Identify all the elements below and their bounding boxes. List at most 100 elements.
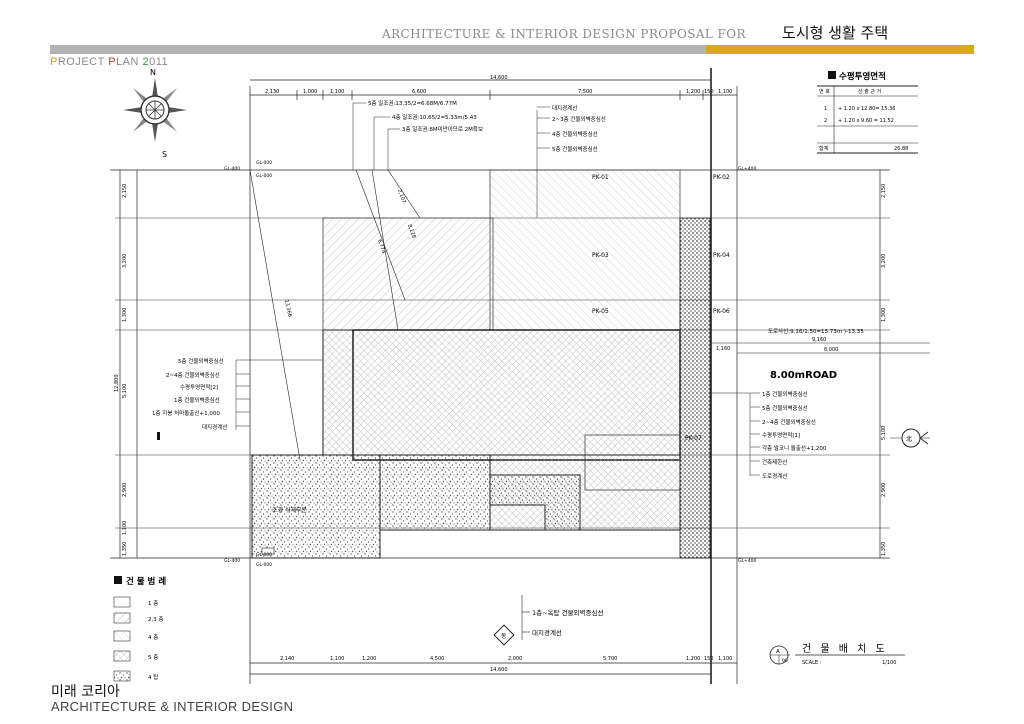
gl-label-8: GL+400 bbox=[738, 558, 756, 564]
road-info: 도로사선:9.16/1.50=13.73m )-13.35 9,160 8,00… bbox=[711, 327, 930, 381]
right-note-2: 5층 건물외벽중심선 bbox=[762, 404, 808, 412]
left-notes: 5층 건물외벽중심선 2~4층 건물외벽중심선 수평투영면적[2] 1층 건물외… bbox=[152, 357, 323, 440]
right-dim-1: 2,150 bbox=[881, 184, 887, 198]
top-dim-6: 1,200 bbox=[686, 89, 700, 95]
bottom-dim-7: 1,200 bbox=[686, 656, 700, 662]
right-note-3: 2~4층 건물외벽중심선 bbox=[762, 418, 816, 426]
left-dim-2: 3,200 bbox=[122, 254, 128, 268]
header-title: ARCHITECTURE & INTERIOR DESIGN PROPOSAL … bbox=[382, 27, 746, 41]
gl-label-4: GL+400 bbox=[738, 166, 756, 172]
top-dim-5: 7,500 bbox=[578, 89, 592, 95]
right-note-1: 1층 건물외벽중심선 bbox=[762, 390, 808, 398]
road-dim-1: 9,160 bbox=[812, 337, 826, 343]
road-dim-2: 8,000 bbox=[824, 347, 838, 353]
left-note-2: 2~4층 건물외벽중심선 bbox=[166, 371, 220, 379]
slant-dim-1: 2,107 bbox=[396, 189, 407, 205]
gl-label-7: GL-000 bbox=[256, 562, 272, 568]
plan-label-year-rest: 011 bbox=[149, 56, 169, 68]
sheet-num: 00 bbox=[782, 658, 788, 664]
side-marker-right: 北 bbox=[906, 435, 912, 443]
bottom-dim-9: 1,100 bbox=[718, 656, 732, 662]
gl-label-6: GL-000 bbox=[256, 552, 272, 558]
top-dim-total: 14,600 bbox=[490, 75, 508, 81]
top-dim-8: 1,100 bbox=[718, 89, 732, 95]
bottom-note-1: 1층~옥탑 건물외벽중심선 bbox=[532, 608, 603, 617]
project-plan-label: PROJECT PLAN 2011 bbox=[50, 56, 168, 68]
top-dim-3: 1,100 bbox=[330, 89, 344, 95]
legend-item-1: 1 층 bbox=[148, 599, 158, 607]
right-note-7: 도로경계선 bbox=[762, 472, 787, 480]
tr-note-4: 5층 건물외벽중심선 bbox=[552, 145, 598, 153]
top-dim-7: 150 bbox=[704, 89, 714, 95]
compass-north: N bbox=[150, 68, 156, 77]
slant-dim-2: 8,128 bbox=[406, 224, 417, 240]
right-notes: 1층 건물외벽중심선 5층 건물외벽중심선 2~4층 건물외벽중심선 수평투영면… bbox=[711, 390, 827, 480]
bottom-dim-1: 2,140 bbox=[280, 656, 294, 662]
bottom-dim-3: 1,200 bbox=[362, 656, 376, 662]
gl-label-2: GL-000 bbox=[256, 160, 272, 166]
bottom-note-2: 대지경계선 bbox=[532, 628, 562, 637]
right-note-6: 건축제한선 bbox=[762, 458, 787, 466]
legend-item-5: 4 탑 bbox=[148, 673, 158, 681]
plan-label-roject: ROJECT bbox=[57, 56, 109, 68]
pk-label-6: PK-06 bbox=[713, 308, 730, 315]
left-note-6: 대지경계선 bbox=[202, 423, 227, 431]
plan-label-year-2: 2 bbox=[142, 56, 150, 68]
left-note-5: 1층 지붕 처마돌출선+1,000 bbox=[152, 409, 220, 417]
sheet-code: A bbox=[776, 649, 780, 655]
slant-dim-3: 6,774 bbox=[376, 239, 386, 254]
slant-note-4f: 4층 일조권:10.65/2=5.33m/5.43 bbox=[392, 113, 477, 121]
bottom-dim-8: 150 bbox=[704, 656, 714, 662]
tr-note-2: 2~3층 건물외벽중심선 bbox=[552, 115, 606, 123]
project-name: 도시형 생활 주택 bbox=[782, 24, 889, 42]
left-note-3: 수평투영면적[2] bbox=[180, 383, 218, 391]
top-dim-2: 1,000 bbox=[303, 89, 317, 95]
gl-label-5: GL-400 bbox=[224, 558, 240, 564]
left-dim-3: 1,300 bbox=[122, 308, 128, 322]
right-dim-2: 3,200 bbox=[881, 254, 887, 268]
compass-rose-icon: N S bbox=[123, 68, 187, 159]
company-name-kr: 미래 코리아 bbox=[51, 684, 120, 700]
bottom-notes: 1층~옥탑 건물외벽중심선 대지경계선 동 bbox=[493, 595, 603, 646]
area-row-1-calc: + 1.20 x 12.80= 15.36 bbox=[838, 106, 895, 112]
tr-note-1: 대지경계선 bbox=[552, 104, 577, 112]
top-dims: 2,130 1,000 1,100 6,600 7,500 1,200 150 … bbox=[265, 75, 732, 95]
right-dim-4: 5,100 bbox=[881, 426, 887, 440]
left-dim-5: 2,900 bbox=[122, 483, 128, 497]
gl-label-3: GL-000 bbox=[256, 173, 272, 179]
pk-labels: PK-01 PK-02 PK-03 PK-04 PK-05 PK-06 PK-0… bbox=[592, 174, 730, 442]
top-dim-ticks bbox=[296, 90, 704, 100]
left-dim-7: 1,350 bbox=[122, 542, 128, 556]
gl-label-1: GL-400 bbox=[224, 166, 240, 172]
road-label: 8.00mROAD bbox=[770, 370, 837, 381]
left-note-4: 1층 건물외벽중심선 bbox=[174, 396, 220, 404]
scale-value: 1/100 bbox=[882, 660, 896, 666]
sunlight-lines bbox=[249, 169, 421, 461]
right-dim-5: 2,900 bbox=[881, 483, 887, 497]
pk-label-7: PK-07 bbox=[685, 435, 702, 442]
landscape-label: 조경 식재부분 bbox=[272, 506, 308, 514]
left-dim-total: 12,800 bbox=[114, 375, 120, 393]
right-dims: 2,150 3,200 1,300 5,100 2,900 1,350 bbox=[881, 184, 887, 556]
top-right-notes: 대지경계선 2~3층 건물외벽중심선 4층 건물외벽중심선 5층 건물외벽중심선 bbox=[536, 104, 606, 218]
plan-label-lan: LAN bbox=[116, 56, 143, 68]
right-note-5: 각층 발코니 돌출선+1,200 bbox=[762, 444, 827, 452]
legend-item-4: 5 층 bbox=[148, 653, 158, 661]
header-bar-gray bbox=[50, 45, 706, 54]
slant-note-3f: 3층 일조권:8M미만이므로 2M확보 bbox=[402, 125, 483, 133]
side-marker-bottom: 동 bbox=[501, 633, 507, 640]
left-note-1: 5층 건물외벽중심선 bbox=[178, 357, 224, 365]
scale-label: SCALE : bbox=[802, 660, 822, 666]
legend-item-3: 4 층 bbox=[148, 633, 158, 641]
drawing-title: 건 물 배 치 도 bbox=[802, 643, 888, 655]
area-table: 수평투영면적 번 호 산 출 근 거 1 + 1.20 x 12.80= 15.… bbox=[817, 71, 918, 154]
bottom-dim-2: 1,100 bbox=[330, 656, 344, 662]
slant-dims: 2,107 8,128 6,774 13,366 bbox=[283, 189, 417, 318]
bottom-dims: 2,140 1,100 1,200 4,500 2,000 5,700 1,20… bbox=[280, 656, 732, 673]
slant-note-5f: 5층 일조권:13.35/2=6.68M/6.77M bbox=[368, 99, 457, 107]
bottom-dim-5: 2,000 bbox=[508, 656, 522, 662]
plan-label-p2: P bbox=[108, 56, 117, 68]
slant-dim-4: 13,366 bbox=[283, 299, 293, 317]
legend: 건 물 범 례 1 층 2,3 층 4 층 5 층 4 탑 bbox=[113, 576, 166, 682]
right-dim-6: 1,350 bbox=[881, 542, 887, 556]
